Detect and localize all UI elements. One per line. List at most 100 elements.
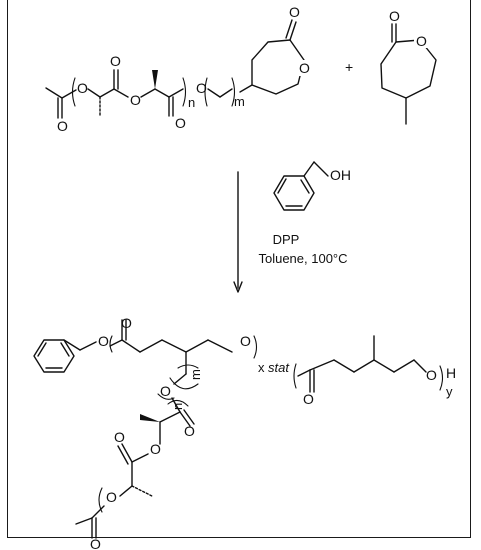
bracket-open <box>109 335 113 353</box>
acetyl-bond <box>45 87 63 119</box>
benzyl-alcohol-structure: OH <box>273 161 351 211</box>
bracket-close <box>169 377 199 390</box>
ester-bond <box>61 89 77 99</box>
subscript-n: n <box>188 95 195 110</box>
atom-o: O <box>389 8 400 24</box>
pendant-bond <box>171 397 181 413</box>
conditions-label: Toluene, 100°C <box>258 251 347 266</box>
end-hydrogen: H <box>446 365 456 381</box>
chain-bond <box>154 88 170 98</box>
methyl-caprolactone-structure: O O <box>380 8 437 125</box>
subscript-m: m <box>188 369 203 380</box>
bracket-close <box>182 77 187 107</box>
bracket-close <box>439 365 444 391</box>
chain-bond <box>333 359 355 373</box>
catalyst-label: DPP <box>273 232 300 247</box>
carbonyl-bond <box>179 411 191 427</box>
chain-bond <box>219 88 233 98</box>
chain-bond <box>297 369 311 377</box>
caprolactone-ring <box>380 39 437 99</box>
carbonyl-double <box>117 445 129 465</box>
carbonyl-double <box>285 19 293 39</box>
bracket-close <box>253 335 258 359</box>
plus-sign: + <box>345 59 353 75</box>
atom-o: O <box>416 33 427 49</box>
atom-o: O <box>289 4 300 20</box>
chain-bond <box>161 339 187 353</box>
acetyl-bond <box>91 505 105 519</box>
hydroxyl-label: OH <box>330 167 351 183</box>
lactone-ring <box>251 39 305 95</box>
pendant-bond <box>173 373 187 385</box>
atom-o: O <box>121 315 132 331</box>
atom-o: O <box>240 333 251 349</box>
subscript-m: m <box>234 94 245 109</box>
atom-o: O <box>110 53 121 69</box>
stat-label: stat <box>268 360 290 375</box>
bracket-open <box>204 77 208 107</box>
pendant-bond <box>131 453 149 463</box>
atom-o: O <box>57 118 68 134</box>
chain-bond <box>87 88 101 98</box>
reaction-arrow <box>233 171 243 293</box>
carbonyl-bond <box>121 443 133 463</box>
benzene-ring <box>273 175 315 211</box>
ring-double <box>37 342 47 357</box>
atom-o: O <box>303 391 314 407</box>
bracket-open <box>177 364 199 369</box>
atom-o: O <box>150 441 161 457</box>
atom-o: O <box>299 60 310 76</box>
atom-o: O <box>114 429 125 445</box>
chain-bond <box>373 359 395 373</box>
chain-bond <box>239 84 253 93</box>
scheme-frame <box>7 0 471 538</box>
wedge-methyl <box>152 70 158 89</box>
chain-bond <box>353 359 375 373</box>
subscript-y: y <box>446 384 453 399</box>
ring-double <box>277 178 287 194</box>
ring-double <box>60 342 70 357</box>
subscript-x: x <box>258 360 265 375</box>
oh-bond <box>313 161 329 177</box>
atom-o: O <box>130 92 141 108</box>
chain-bond <box>109 339 123 347</box>
chain-bond <box>413 359 427 373</box>
ring-o-mask <box>414 33 428 48</box>
atom-o: O <box>160 383 171 399</box>
chain-bond <box>185 339 209 353</box>
atom-o: O <box>426 367 437 383</box>
acetyl-methyl <box>75 517 93 525</box>
chain-bond <box>168 88 184 98</box>
bracket-close <box>231 77 236 107</box>
atom-o: O <box>77 80 88 96</box>
ch2-bond <box>63 339 81 351</box>
chain-bond <box>140 88 156 98</box>
atom-o: O <box>98 333 109 349</box>
chain-bond <box>393 359 415 373</box>
chain-bond <box>207 88 221 98</box>
ch2-bond <box>79 341 97 351</box>
subscript-n: n <box>170 403 185 410</box>
atom-o: O <box>175 115 186 131</box>
ring-o-mask <box>297 60 311 76</box>
pendant-bond <box>119 485 133 497</box>
chain-bond <box>309 359 335 371</box>
arrow-head <box>233 281 243 293</box>
atom-o: O <box>90 536 101 550</box>
atom-o: O <box>184 423 195 439</box>
macromonomer-structure: O O O O O n O m O <box>45 4 311 134</box>
product-structure: O O O x stat O O y H <box>33 315 456 550</box>
atom-o: O <box>196 80 207 96</box>
chain-bond <box>113 88 129 98</box>
bracket-open <box>293 363 297 389</box>
atom-o: O <box>106 489 117 505</box>
chain-bond <box>121 339 141 353</box>
bracket-open <box>98 487 103 513</box>
chain-bond <box>207 339 233 353</box>
bracket-close <box>167 399 189 407</box>
chain-bond <box>99 88 115 98</box>
chain-bond <box>139 339 163 353</box>
benzyl-ring <box>33 339 75 373</box>
ch2-bond <box>303 161 315 177</box>
